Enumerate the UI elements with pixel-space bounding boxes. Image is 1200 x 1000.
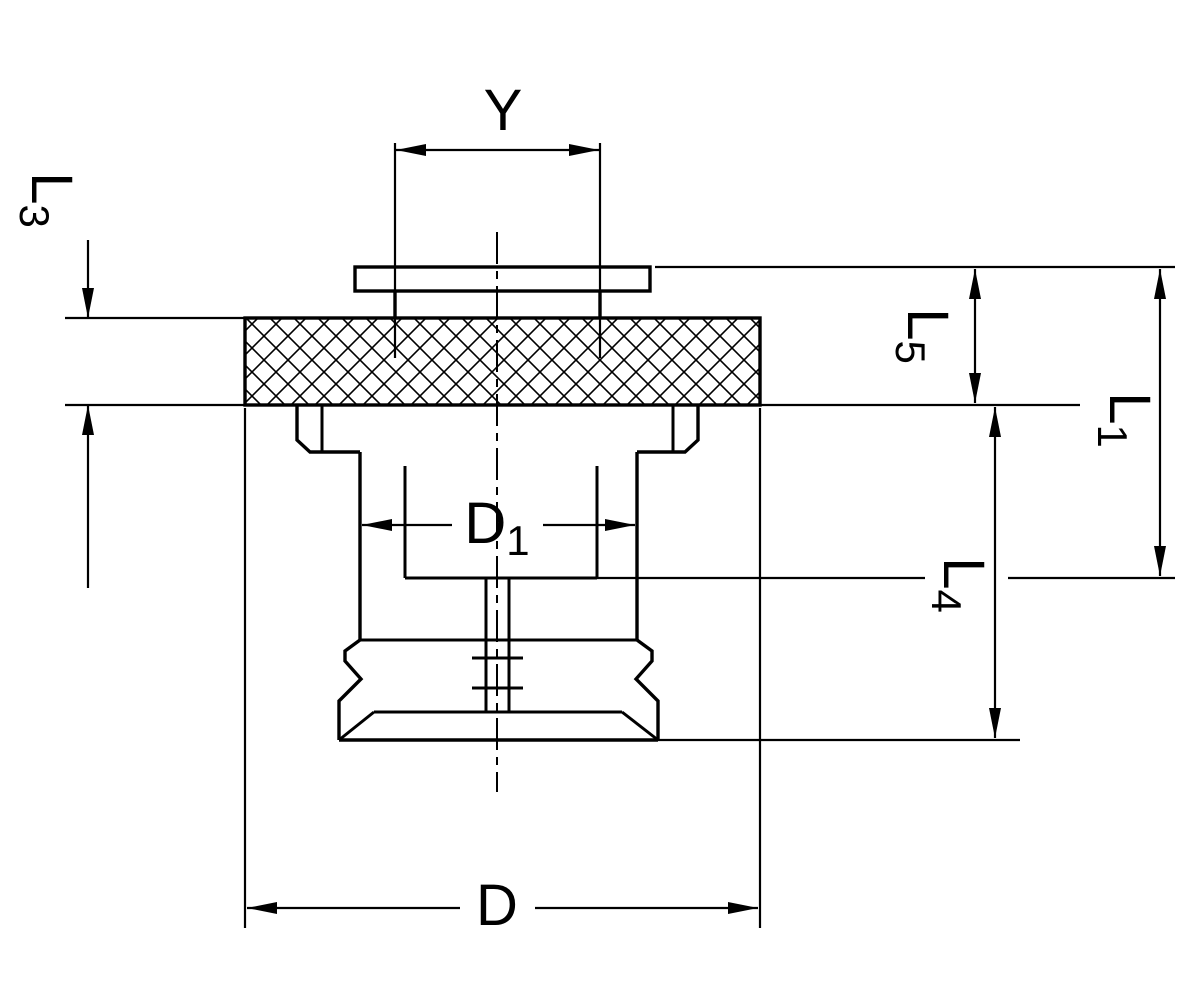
dim-label-y: Y [484,78,523,143]
top-flange-plate [353,265,652,293]
bottom-right-chamfer [621,710,659,742]
dim-label-l4: L4 [923,557,996,613]
arrow-l4-top [989,407,1001,437]
extension-lines [65,143,1175,928]
dim-label-d: D [476,873,518,938]
bottom-left-chamfer [338,710,375,742]
arrow-l1-top [1154,269,1166,299]
arrow-d1-right [605,519,635,531]
part-outline [243,265,762,742]
dim-label-l1: L1 [1089,392,1162,448]
dimension-y: Y [396,78,599,156]
arrow-d1-left [362,519,392,531]
skirt-left-profile [337,638,364,740]
left-lug [295,405,360,454]
skirt-right-profile [633,638,660,740]
right-lug [637,405,700,454]
arrow-l3-up [82,405,94,435]
arrow-l3-down [82,288,94,318]
arrow-l5-top [969,269,981,299]
dim-label-l5: L5 [887,308,960,364]
arrow-l4-bottom [989,708,1001,738]
arrow-d-right [728,902,758,914]
dimension-l4: L4 [923,407,1001,738]
arrow-y-right [569,144,599,156]
dimension-l5: L5 [887,269,981,403]
arrow-l1-bottom [1154,546,1166,576]
knurled-ring [243,316,762,407]
dim-label-d1: D1 [464,491,529,564]
dimension-l1: L1 [1089,269,1166,576]
arrow-y-left [396,144,426,156]
dimension-d: D [247,873,758,938]
dimension-d1: D1 [362,491,635,564]
dimension-l3: L3 [11,172,94,588]
arrow-d-left [247,902,277,914]
arrow-l5-bottom [969,373,981,403]
dim-label-l3: L3 [11,172,84,228]
